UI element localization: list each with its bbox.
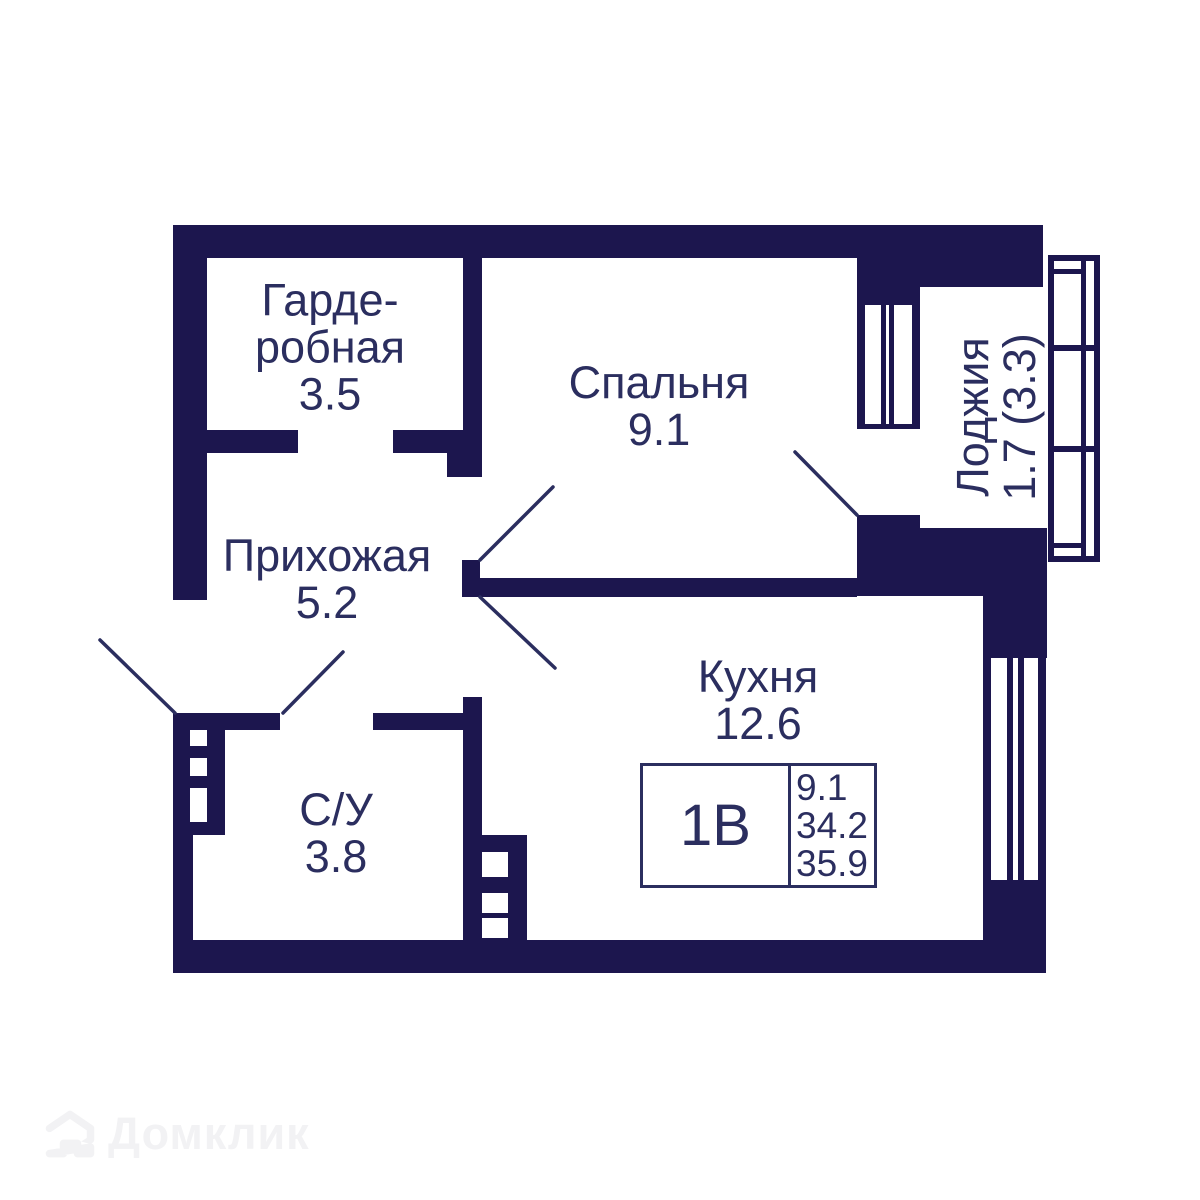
room-name: Кухня [697, 651, 819, 702]
room-area: 3.8 [304, 831, 368, 882]
room-label-bedroom: Спальня 9.1 [569, 359, 750, 453]
entrance-door-leaf-left [98, 638, 177, 715]
left-outer-wall-upper [173, 258, 207, 600]
loggia-door-leaf [793, 450, 859, 517]
window-kitchen [983, 658, 1046, 880]
room-name: Прихожая [222, 530, 432, 581]
room-name: Спальня [568, 357, 750, 408]
room-label-bathroom: С/У 3.8 [299, 786, 373, 880]
house-logo-icon [45, 1110, 95, 1158]
kitchen-door-leaf [478, 595, 557, 670]
room-name-line: робная [254, 321, 406, 373]
top-outer-wall [173, 225, 1043, 258]
door-swings [98, 450, 859, 715]
watermark-brand: Домклик [108, 1108, 310, 1159]
room-label-kitchen: Кухня 12.6 [698, 653, 818, 747]
room-label-hallway: Прихожая 5.2 [223, 532, 432, 626]
room-area: 3.5 [298, 368, 362, 420]
watermark: Домклик [42, 1106, 310, 1162]
unit-total-area: 35.9 [796, 843, 869, 884]
bedroom-door-leaf [478, 485, 555, 562]
room-area: 5.2 [295, 577, 359, 628]
room-label-wardrobe: Гарде- робная 3.5 [255, 277, 405, 418]
room-name: С/У [299, 784, 373, 835]
unit-apartment-area: 34.2 [796, 805, 869, 846]
left-outer-wall-narrow [173, 835, 193, 940]
room-area: 9.1 [627, 404, 691, 455]
room-name-line: Гарде- [261, 274, 399, 326]
room-label-loggia: Лоджия 1.7 (3.3) [947, 333, 1045, 501]
room-area: 1.7 (3.3) [994, 333, 1045, 501]
unit-living-area: 9.1 [796, 767, 848, 808]
room-name: Лоджия [947, 337, 998, 497]
interior-walls [175, 258, 1047, 943]
loggia-glazing [1048, 255, 1100, 562]
entrance-door-leaf-right [281, 650, 345, 715]
vent-shafts [190, 730, 508, 938]
room-area: 12.6 [714, 698, 802, 749]
unit-info-box: 1В 9.1 34.2 35.9 [640, 763, 877, 888]
unit-type: 1В [643, 766, 791, 885]
window-bedroom-loggia [857, 305, 920, 429]
bottom-outer-wall [173, 940, 1046, 973]
unit-areas: 9.1 34.2 35.9 [791, 766, 874, 885]
